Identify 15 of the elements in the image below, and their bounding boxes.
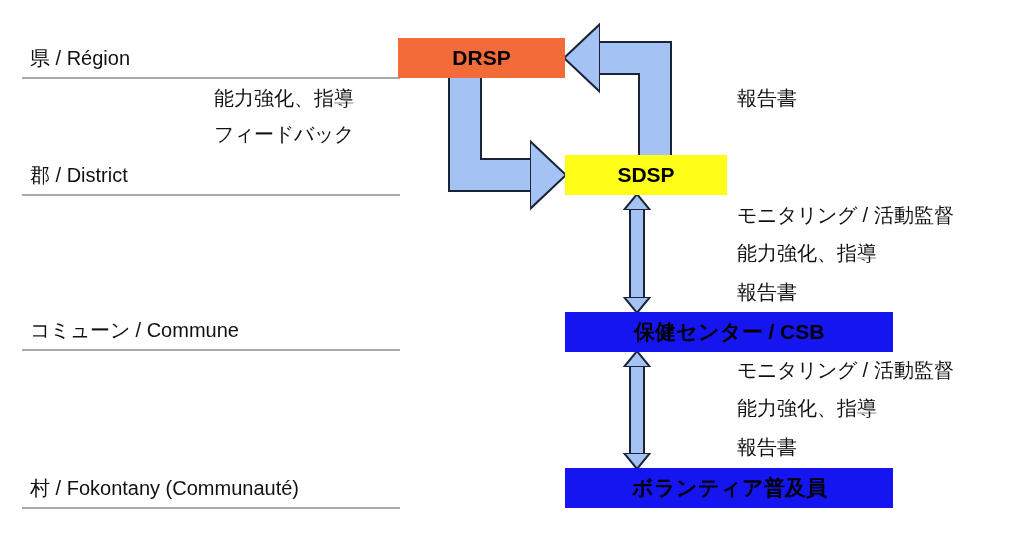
flow-note: フィードバック [214,122,354,146]
level-label: 郡 / District [30,163,128,187]
level-box: DRSP [398,38,565,78]
level-label: 村 / Fokontany (Communauté) [30,476,299,500]
level-label: 県 / Région [30,46,131,70]
level-label: コミューン / Commune [30,318,239,342]
flow-note: モニタリング / 活動監督 [737,203,954,227]
flow-note: モニタリング / 活動監督 [737,358,954,382]
flow-note: 能力強化、指導 [737,241,877,265]
level-box: 保健センター / CSB [565,312,893,352]
flow-note: 能力強化、指導 [214,86,354,110]
flow-note: 報告書 [737,86,797,110]
level-box: ボランティア普及員 [565,468,893,508]
level-box: SDSP [565,155,727,195]
flow-note: 能力強化、指導 [737,396,877,420]
